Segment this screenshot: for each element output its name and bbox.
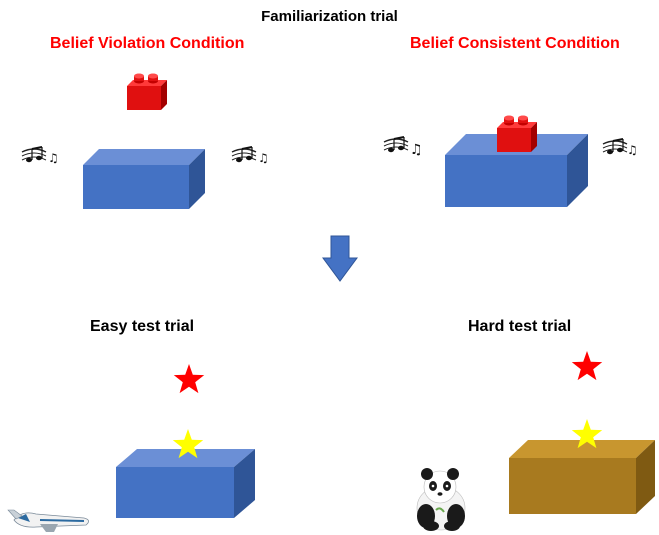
music-notes-icon: ♫ <box>21 146 59 165</box>
belief-consistent-label: Belief Consistent Condition <box>410 35 620 52</box>
music-notes-icon: ♫ <box>231 146 269 165</box>
belief-violation-label: Belief Violation Condition <box>50 35 245 52</box>
lego-brick-icon <box>497 115 537 152</box>
panda-toy-icon <box>416 468 466 531</box>
yellow-star-icon <box>172 429 204 459</box>
svg-text:♫: ♫ <box>410 142 423 158</box>
music-notes-icon: ♫ <box>602 138 638 157</box>
red-star-icon <box>173 364 205 394</box>
hard-test-brown-box <box>509 440 655 514</box>
down-arrow-icon <box>322 235 358 282</box>
music-notes-icon: ♫ <box>383 136 423 158</box>
red-star-icon <box>571 351 603 381</box>
easy-test-blue-box <box>116 449 255 518</box>
diagram-title: Familiarization trial <box>261 8 398 25</box>
airplane-icon <box>7 509 89 532</box>
svg-text:♫: ♫ <box>627 143 638 157</box>
yellow-star-icon <box>571 419 603 449</box>
svg-text:♫: ♫ <box>48 151 59 165</box>
hard-test-label: Hard test trial <box>468 318 572 335</box>
left-blue-box <box>83 149 205 209</box>
svg-text:♫: ♫ <box>258 151 269 165</box>
easy-test-label: Easy test trial <box>90 318 195 335</box>
lego-brick-icon <box>127 73 167 110</box>
